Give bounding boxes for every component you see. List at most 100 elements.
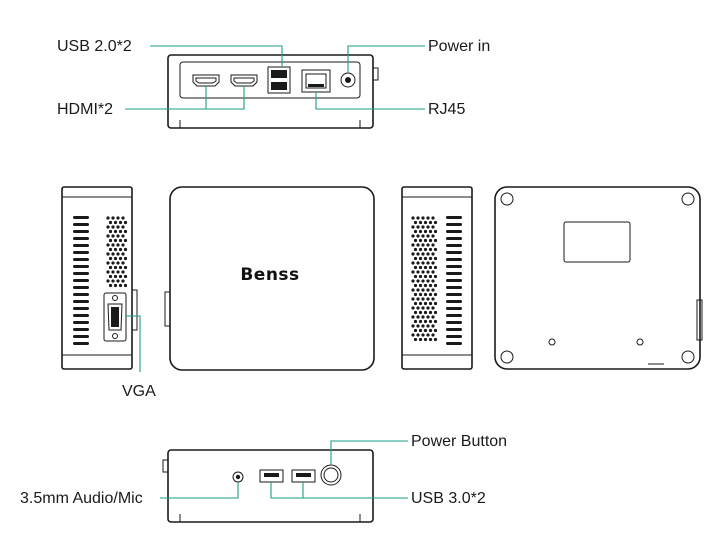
- vent-dot: [411, 270, 415, 274]
- right-side-view: [401, 186, 473, 370]
- vent-dot: [121, 279, 125, 283]
- vent-dot: [426, 315, 430, 319]
- vent-dot: [123, 238, 128, 243]
- vent-dot: [428, 301, 433, 306]
- vent-dot: [423, 238, 428, 243]
- vent-slot: [73, 272, 89, 275]
- hdmi-port-icon: [192, 74, 220, 87]
- vent-dot: [418, 220, 423, 225]
- vent-dot: [423, 220, 428, 225]
- vent-dot: [416, 297, 420, 301]
- vent-slot: [446, 237, 462, 240]
- vent-dot: [123, 283, 128, 288]
- vent-dot: [418, 247, 423, 252]
- vent-slots: [446, 216, 462, 345]
- vent-slot: [446, 328, 462, 331]
- vent-slot: [73, 321, 89, 324]
- vent-dot: [121, 261, 125, 265]
- vent-dot: [118, 238, 123, 243]
- vent-slot: [73, 328, 89, 331]
- vent-dot: [431, 306, 435, 310]
- vent-dot: [106, 234, 110, 238]
- vent-dot: [428, 337, 433, 342]
- vent-dot: [411, 225, 415, 229]
- usb20-label: USB 2.0*2: [57, 38, 132, 55]
- vent-dot: [421, 333, 425, 337]
- vent-dot: [118, 220, 123, 225]
- vent-dot: [426, 225, 430, 229]
- vent-dot: [428, 283, 433, 288]
- vent-dot: [411, 279, 415, 283]
- usb-2-port-icon: [267, 66, 291, 94]
- vent-dot: [416, 306, 420, 310]
- vent-dot: [426, 297, 430, 301]
- vent-dot: [118, 265, 123, 270]
- hdmi-leader-line-2: [206, 86, 245, 110]
- vent-dot: [421, 243, 425, 247]
- vent-dot: [416, 333, 420, 337]
- vent-dot: [423, 319, 428, 324]
- vent-dot: [416, 324, 420, 328]
- vent-dot: [423, 229, 428, 234]
- usb30-label: USB 3.0*2: [411, 490, 486, 507]
- vent-dot: [416, 243, 420, 247]
- power-in-leader-line: [347, 45, 425, 73]
- vent-dot: [431, 216, 435, 220]
- vent-dot: [411, 315, 415, 319]
- vent-slot: [73, 237, 89, 240]
- vent-dot: [426, 306, 430, 310]
- vent-dot: [433, 337, 438, 342]
- vent-dot: [118, 229, 123, 234]
- vent-dot: [108, 220, 113, 225]
- vent-slot: [73, 223, 89, 226]
- vent-slot: [73, 258, 89, 261]
- vent-dot: [431, 297, 435, 301]
- vent-dot: [411, 297, 415, 301]
- vent-slot: [446, 293, 462, 296]
- vent-dot: [113, 238, 118, 243]
- vent-dot: [111, 279, 115, 283]
- vent-dot: [421, 270, 425, 274]
- vent-dot: [416, 270, 420, 274]
- vent-dot: [433, 283, 438, 288]
- vent-dot: [121, 243, 125, 247]
- vent-dot: [428, 328, 433, 333]
- vent-dot: [428, 265, 433, 270]
- vent-dot: [431, 243, 435, 247]
- vent-dot: [116, 225, 120, 229]
- vent-dot: [413, 283, 418, 288]
- vent-dot: [121, 270, 125, 274]
- vent-slot: [73, 307, 89, 310]
- vent-dots: [411, 216, 438, 342]
- vent-dot: [413, 229, 418, 234]
- vent-dot: [123, 256, 128, 261]
- rubber-foot-icon: [500, 192, 695, 364]
- vent-dot: [123, 274, 128, 279]
- vent-dot: [413, 220, 418, 225]
- vent-dot: [113, 274, 118, 279]
- vent-dot: [113, 247, 118, 252]
- power-button-label: Power Button: [411, 433, 507, 450]
- vent-dot: [418, 319, 423, 324]
- brand-logo: Benss: [240, 265, 299, 285]
- vent-dot: [421, 288, 425, 292]
- top-view: Benss: [164, 186, 375, 371]
- vent-dot: [111, 216, 115, 220]
- vent-dot: [418, 301, 423, 306]
- vent-dot: [411, 252, 415, 256]
- vent-dot: [413, 256, 418, 261]
- vent-dot: [421, 261, 425, 265]
- bottom-view: [494, 186, 703, 370]
- power-in-label: Power in: [428, 38, 490, 55]
- vent-dot: [423, 247, 428, 252]
- vent-slot: [446, 300, 462, 303]
- vent-dot: [123, 220, 128, 225]
- vent-dot: [121, 252, 125, 256]
- vent-dot: [111, 261, 115, 265]
- vent-dot: [411, 333, 415, 337]
- left-side-view: [61, 186, 138, 370]
- vent-dot: [428, 220, 433, 225]
- vent-dot: [428, 310, 433, 315]
- vent-dot: [108, 229, 113, 234]
- vent-dot: [421, 306, 425, 310]
